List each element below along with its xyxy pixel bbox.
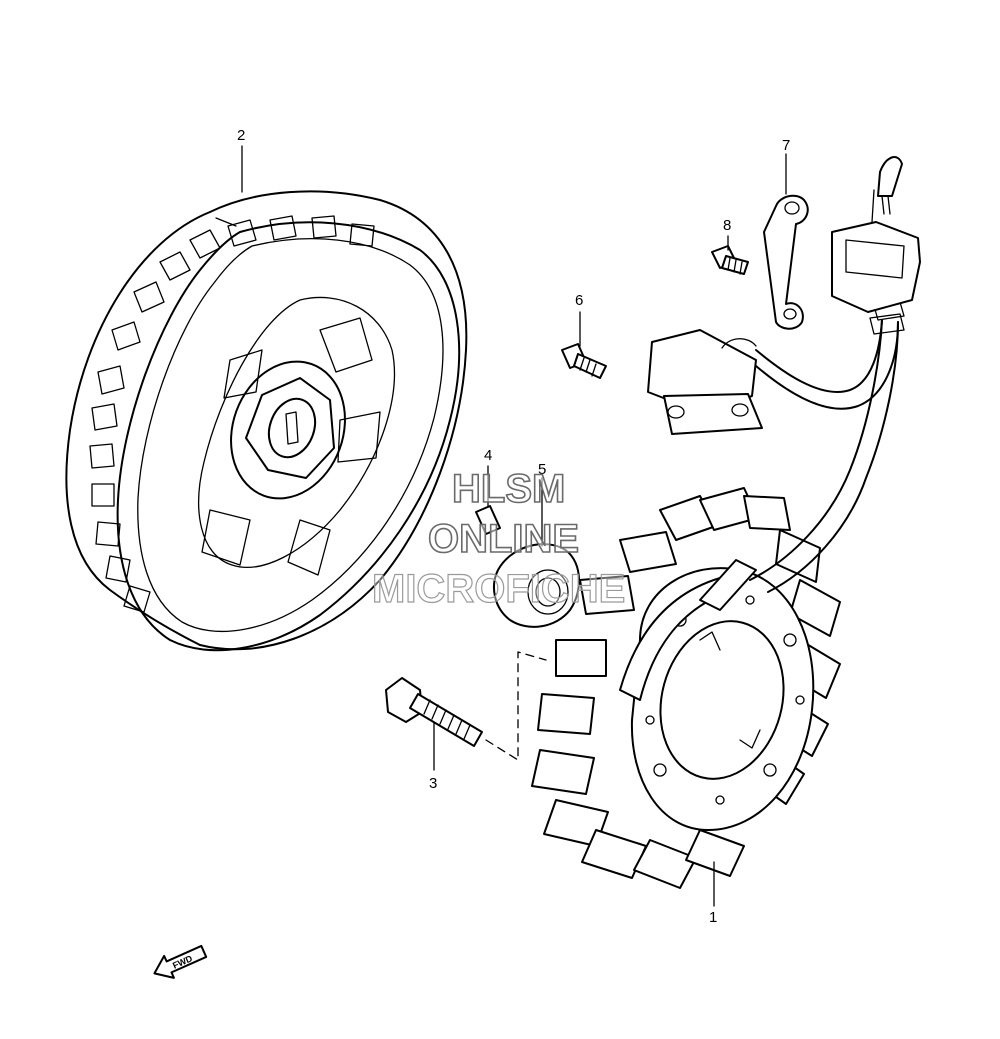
- watermark-line-1: HLSM: [452, 467, 565, 511]
- bolt-alignment-dashed-line: [485, 651, 547, 761]
- callout-5: 5: [538, 461, 546, 478]
- callout-8: 8: [723, 217, 731, 234]
- callout-2: 2: [237, 127, 245, 144]
- pickup-coil[interactable]: [647, 329, 763, 435]
- screw-8[interactable]: [711, 245, 749, 275]
- stator-assembly[interactable]: [531, 487, 841, 889]
- bolt-3[interactable]: [385, 677, 483, 747]
- screw-6[interactable]: [561, 343, 607, 379]
- leader-lines: [241, 145, 787, 907]
- callout-7: 7: [782, 137, 790, 154]
- wire-harness: [749, 156, 921, 593]
- callout-numbers: 1 2 3 4 5 6 7 8: [237, 127, 790, 926]
- wire-clamp-bracket[interactable]: [763, 194, 809, 330]
- callout-6: 6: [575, 292, 583, 309]
- key-4[interactable]: [475, 505, 501, 535]
- watermark-line-2: ONLINE: [428, 517, 579, 561]
- callout-1: 1: [709, 909, 717, 926]
- forward-direction-arrow: FWD: [153, 944, 208, 979]
- watermark-line-3: MICROFICHE: [372, 567, 625, 611]
- watermark: HLSM ONLINE MICROFICHE: [371, 466, 626, 611]
- callout-3: 3: [429, 775, 437, 792]
- rotor-flywheel[interactable]: [65, 190, 468, 652]
- callout-4: 4: [484, 447, 492, 464]
- nut-5[interactable]: [493, 543, 581, 628]
